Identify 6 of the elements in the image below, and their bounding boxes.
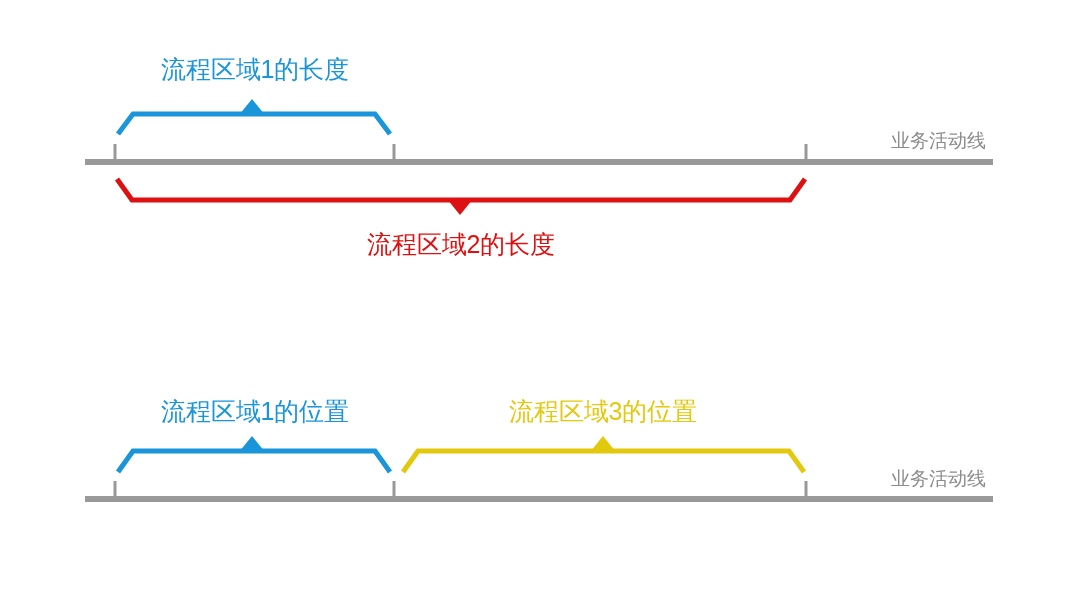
line-label: 业务活动线 (890, 130, 986, 152)
bracket-label: 流程区域1的长度 (160, 54, 350, 84)
bracket-label: 流程区域1的位置 (160, 396, 350, 426)
bracket-label: 流程区域2的长度 (366, 229, 556, 259)
line-label: 业务活动线 (890, 468, 986, 490)
bracket-label: 流程区域3的位置 (508, 396, 698, 426)
